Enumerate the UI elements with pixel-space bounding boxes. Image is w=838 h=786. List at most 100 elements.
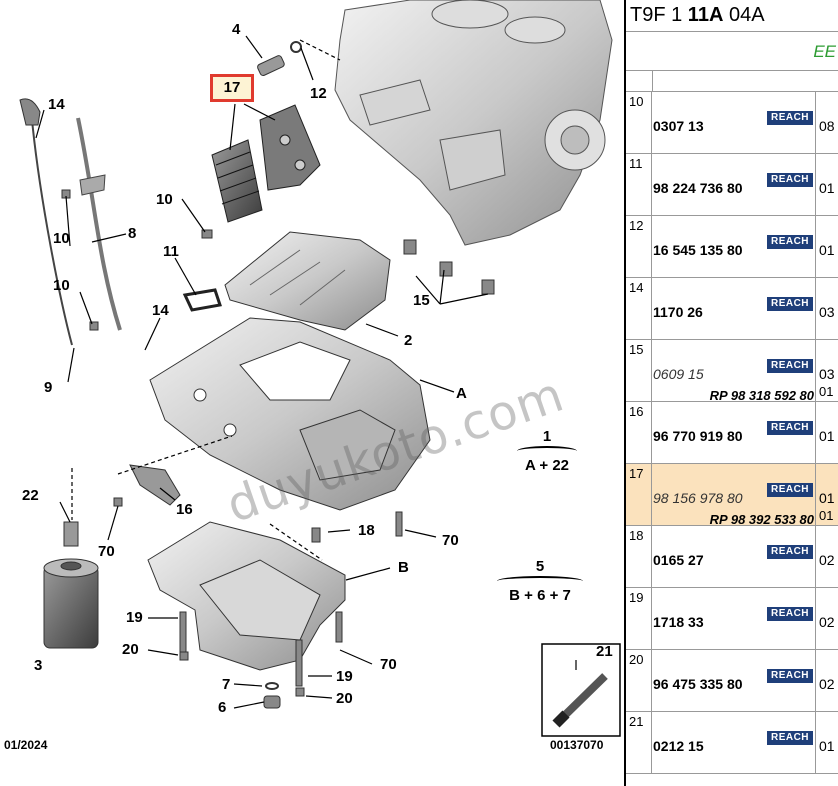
callout-14[interactable]: 14 [152, 302, 169, 319]
callout-70[interactable]: 70 [442, 532, 459, 549]
quantity-column [815, 464, 838, 525]
quantity-column [815, 402, 838, 463]
callout-10[interactable]: 10 [53, 230, 70, 247]
callout-20[interactable]: 20 [122, 641, 139, 658]
callout-2[interactable]: 2 [404, 332, 413, 349]
quantity-column [815, 712, 838, 773]
quantity-column [815, 154, 838, 215]
part-reference-link[interactable]: 1170 26 [653, 304, 703, 320]
stud-detail-box [541, 643, 621, 737]
callout-20[interactable]: 20 [336, 690, 353, 707]
part-reference-link[interactable]: 0212 15 [653, 738, 704, 754]
kit-5-number: 5 [535, 558, 545, 575]
quantity-column [815, 92, 838, 153]
part-reference-link[interactable]: 96 770 919 80 [653, 428, 743, 444]
reach-badge-icon: REACH [767, 483, 813, 497]
callout-3[interactable]: 3 [34, 657, 43, 674]
kit-1-number: 1 [542, 428, 552, 445]
upper-oil-sump [149, 317, 431, 511]
callout-B[interactable]: B [398, 559, 409, 576]
callout-16[interactable]: 16 [176, 501, 193, 518]
part-reference-link[interactable]: 1718 33 [653, 614, 704, 630]
part-quantity: 03 [819, 304, 835, 320]
part-reference-link[interactable]: 98 224 736 80 [653, 180, 743, 196]
part-reference-link[interactable]: 0307 13 [653, 118, 704, 134]
part-reference-link[interactable]: 0165 27 [653, 552, 704, 568]
title-code-c: 04A [723, 4, 765, 26]
callout-15[interactable]: 15 [413, 292, 430, 309]
part-reference-link[interactable]: 0609 15 [653, 366, 704, 382]
callout-4[interactable]: 4 [232, 21, 241, 38]
part-row-index: 16 [626, 402, 652, 463]
callout-22[interactable]: 22 [22, 487, 39, 504]
reach-badge-icon: REACH [767, 669, 813, 683]
callout-6[interactable]: 6 [218, 699, 227, 716]
oil-sensor [257, 41, 302, 77]
engine-block [334, 0, 613, 246]
callout-9[interactable]: 9 [44, 379, 53, 396]
part-quantity: 02 [819, 614, 835, 630]
replacement-part-reference[interactable]: RP 98 392 533 80 [709, 512, 814, 527]
part-row-index: 11 [626, 154, 652, 215]
column-header-index [626, 71, 653, 91]
callout-70[interactable]: 70 [98, 543, 115, 560]
kit-1-formula: A + 22 [524, 457, 570, 474]
callout-10[interactable]: 10 [53, 277, 70, 294]
part-quantity: 01 [819, 242, 835, 258]
callout-11[interactable]: 11 [163, 243, 179, 260]
part-reference-link[interactable]: 98 156 978 80 [653, 490, 743, 506]
part-reference-link[interactable]: 16 545 135 80 [653, 242, 743, 258]
level-sensor [129, 464, 181, 506]
replacement-quantity: 01 [819, 384, 834, 399]
callout-18[interactable]: 18 [358, 522, 375, 539]
drain-plug [263, 682, 281, 709]
part-quantity: 01 [819, 180, 835, 196]
callout-19[interactable]: 19 [126, 609, 143, 626]
quantity-column [815, 526, 838, 587]
quantity-column [815, 650, 838, 711]
part-reference-link[interactable]: 96 475 335 80 [653, 676, 743, 692]
reach-badge-icon: REACH [767, 545, 813, 559]
reach-badge-icon: REACH [767, 297, 813, 311]
callout-19[interactable]: 19 [336, 668, 353, 685]
part-row-index: 19 [626, 588, 652, 649]
callout-21[interactable]: 21 [596, 643, 613, 660]
drawing-number: 00137070 [550, 738, 604, 752]
callout-7[interactable]: 7 [222, 676, 231, 693]
diagram-drawing [19, 0, 621, 737]
part-quantity: 08 [819, 118, 835, 134]
callout-A[interactable]: A [456, 385, 467, 402]
callout-8[interactable]: 8 [128, 225, 137, 242]
kit-5-formula: B + 6 + 7 [509, 587, 571, 604]
parts-list-subheader: EE [626, 32, 838, 70]
part-quantity: 03 [819, 366, 835, 382]
part-row-index: 15 [626, 340, 652, 401]
callout-70[interactable]: 70 [380, 656, 397, 673]
callout-10[interactable]: 10 [156, 191, 173, 208]
replacement-part-reference[interactable]: RP 98 318 592 80 [709, 388, 814, 403]
exploded-parts-diagram: 4 12 17 14 10 8 10 11 15 10 14 2 9 A 1 A… [4, 0, 621, 752]
callout-17-highlighted[interactable]: 17 [210, 74, 254, 102]
quantity-column [815, 216, 838, 277]
part-quantity: 02 [819, 552, 835, 568]
quantity-column [815, 278, 838, 339]
diagram-date: 01/2024 [4, 738, 48, 752]
callout-12[interactable]: 12 [310, 85, 327, 102]
title-code-b: 11A [687, 4, 724, 26]
callout-14[interactable]: 14 [48, 96, 65, 113]
kit-5: 5 B + 6 + 7 [497, 558, 583, 604]
part-quantity: 01 [819, 490, 835, 506]
reach-badge-icon: REACH [767, 173, 813, 187]
